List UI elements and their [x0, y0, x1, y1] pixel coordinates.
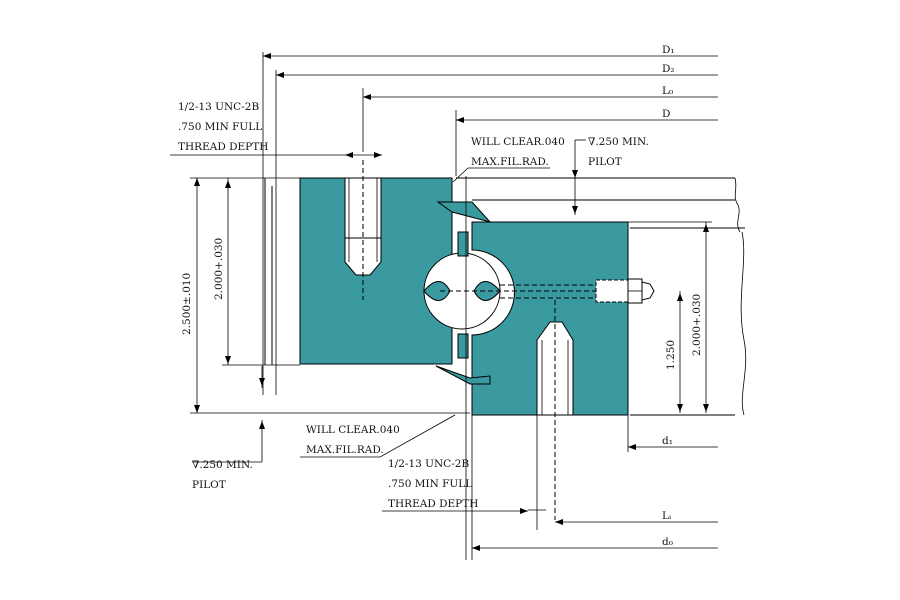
inner-thread-spec: 1/2-13 UNC-2B — [388, 458, 469, 470]
dim-label-Li: Lᵢ — [662, 510, 671, 522]
mounting-structure — [456, 177, 747, 416]
upper-spacer — [457, 231, 469, 257]
dim-label-D2: D₂ — [662, 63, 675, 75]
inner-thread-hole — [536, 300, 574, 520]
outer-thread-hole — [344, 160, 382, 300]
dim-label-d1: d₁ — [662, 435, 673, 447]
top-pilot-label: PILOT — [588, 156, 622, 168]
inner-thread-note: THREAD DEPTH — [388, 498, 478, 510]
dim-label-L0: L₀ — [662, 85, 673, 97]
outer-thread-depth: .750 MIN FULL — [178, 121, 262, 133]
bolt-assembly — [500, 278, 655, 304]
top-dimension-lines — [262, 52, 718, 395]
top-seal — [436, 201, 492, 223]
bottom-clearance-text: WILL CLEAR.040 — [306, 424, 400, 436]
bottom-dimension-lines — [472, 415, 718, 551]
offset-dim: 1.250 — [665, 340, 677, 370]
top-pilot-text: ∇.250 MIN. — [588, 136, 649, 148]
lower-spacer — [457, 333, 469, 359]
outer-thread-spec: 1/2-13 UNC-2B — [178, 101, 259, 113]
right-dimension-lines — [628, 221, 712, 413]
inner-thread-depth: .750 MIN FULL — [388, 478, 472, 490]
dim-label-D1: D₁ — [662, 44, 675, 56]
bottom-pilot-label: PILOT — [192, 479, 226, 491]
left-dimension-frame — [190, 177, 470, 414]
top-clearance-radius: MAX.FIL.RAD. — [471, 156, 549, 168]
bottom-pilot-text: ∇.250 MIN. — [192, 459, 253, 471]
dim-label-D: D — [662, 108, 670, 120]
top-clearance-text: WILL CLEAR.040 — [471, 136, 565, 148]
overall-height-dim: 2.500±.010 — [181, 273, 193, 335]
inner-ring — [471, 221, 629, 416]
inner-ring-height-dim: 2.000+.030 — [691, 294, 703, 356]
outer-thread-note: THREAD DEPTH — [178, 141, 268, 153]
bottom-seal — [435, 365, 491, 385]
outer-ring-height-dim: 2.000+.030 — [213, 238, 225, 300]
bottom-clearance-radius: MAX.FIL.RAD. — [306, 444, 384, 456]
dim-label-d0: d₀ — [662, 536, 673, 548]
